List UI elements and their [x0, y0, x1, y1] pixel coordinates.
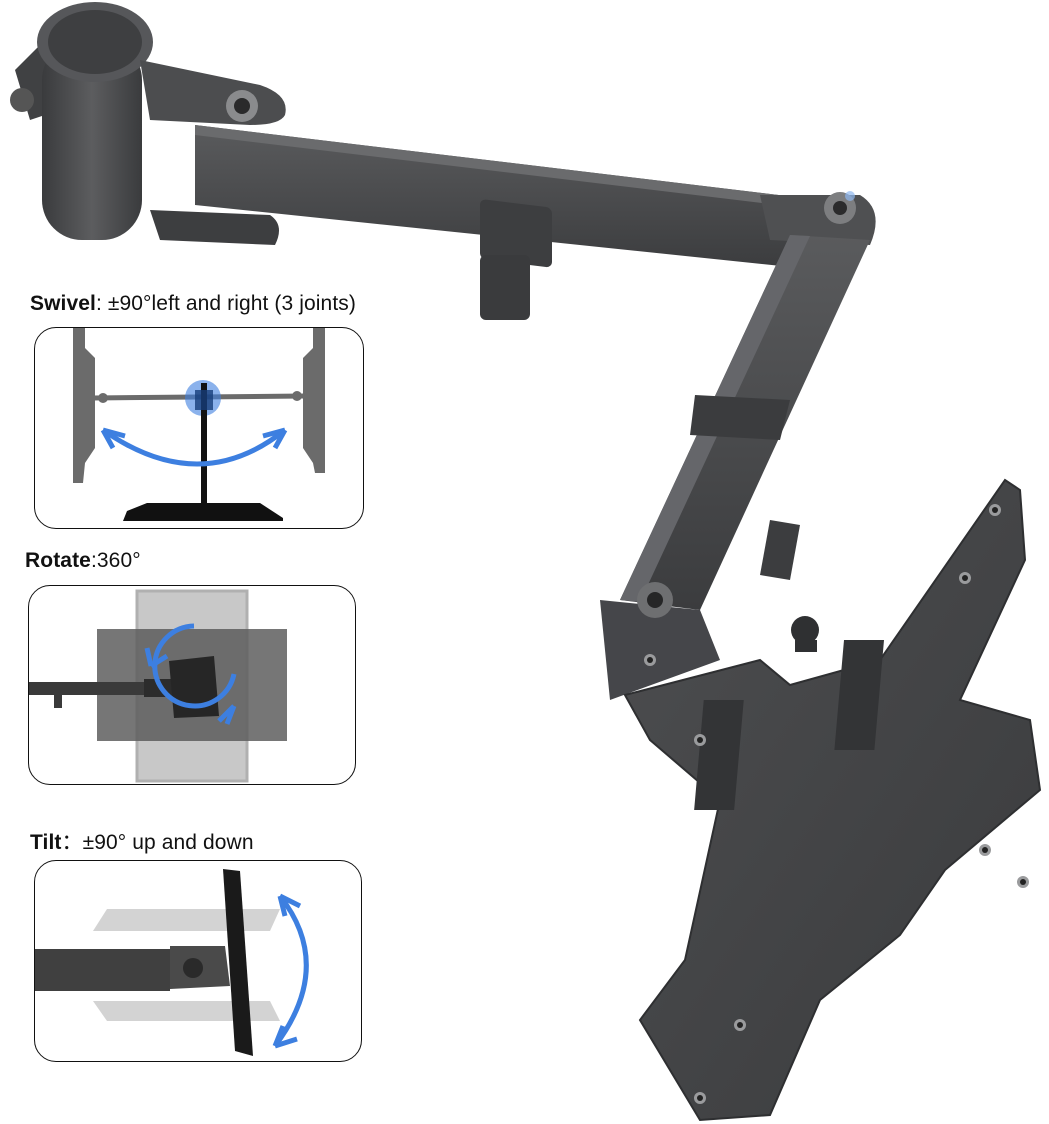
- swivel-label-text: : ±90°left and right (3 joints): [95, 292, 356, 315]
- tilt-label-text: ：±90° up and down: [61, 831, 254, 854]
- tilt-joint: [600, 582, 819, 700]
- swivel-inset: [34, 327, 364, 529]
- swivel-label: Swivel: ±90°left and right (3 joints): [30, 292, 356, 316]
- swivel-arrows-icon: [73, 328, 325, 521]
- rotate-inset: [28, 585, 356, 785]
- tilt-arrows-icon: [35, 869, 309, 1056]
- rotate-label: Rotate:360°: [25, 549, 141, 573]
- arm-segment-1: [195, 125, 820, 320]
- rotate-label-bold: Rotate: [25, 549, 91, 572]
- rotate-label-text: :360°: [90, 549, 141, 572]
- arm-segment-2: [620, 235, 870, 610]
- swivel-label-bold: Swivel: [30, 292, 96, 315]
- elbow-joint: [760, 191, 876, 245]
- tilt-label: Tilt：±90° up and down: [30, 826, 254, 856]
- vesa-plate: [623, 478, 1042, 1122]
- pole-clamp: [10, 2, 286, 245]
- tilt-label-bold: Tilt: [30, 831, 62, 854]
- rotate-arrows-icon: [29, 589, 287, 783]
- tilt-inset: [34, 860, 362, 1062]
